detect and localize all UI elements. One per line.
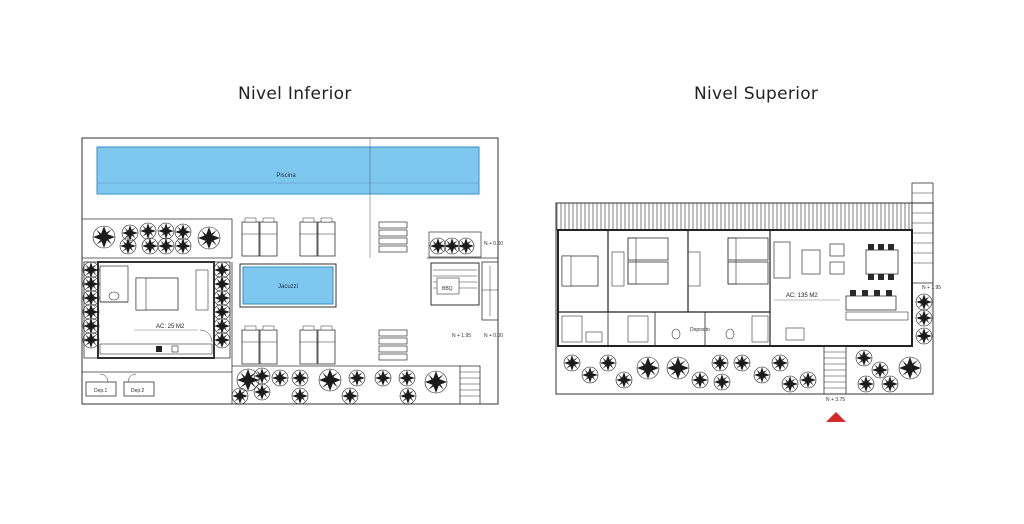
upper-level-plan: N + 1.95 AC: 135 M2 [555, 182, 941, 422]
upper-building [557, 229, 913, 347]
jacuzzi-label: Jacuzzi [278, 284, 298, 290]
lower-level-plan: Piscina N + 0.00 [81, 137, 503, 405]
lower-level-marker-3: N + 0.00 [484, 333, 503, 339]
lower-level-marker-2: N + 1.95 [452, 333, 471, 339]
pool [96, 146, 480, 195]
storage-2-label: Dep.2 [131, 388, 145, 394]
pool-label: Piscina [276, 173, 296, 179]
lower-level-title: Nivel Inferior [238, 84, 352, 104]
bbq [430, 262, 480, 306]
roof-overhang [555, 202, 913, 231]
garden-trees-top [92, 222, 221, 255]
lower-area-label: AC: 25 M2 [156, 324, 185, 330]
loungers-bottom [241, 325, 336, 365]
upper-storage-label: Deposito [690, 327, 710, 333]
upper-garden-trees [563, 349, 922, 393]
upper-area-label: AC: 135 M2 [786, 293, 818, 299]
upper-level-marker-2: N + 3.75 [826, 397, 845, 403]
loungers-top [241, 217, 336, 257]
garden-trees-bottom [231, 367, 448, 405]
upper-level-title: Nivel Superior [694, 84, 819, 104]
bbq-label: BBQ [442, 286, 453, 292]
entrance-marker [826, 412, 846, 422]
upper-level-marker-1: N + 1.95 [922, 285, 941, 291]
storage-1-label: Dep.1 [94, 388, 108, 394]
lower-level-marker-1: N + 0.00 [484, 241, 503, 247]
jacuzzi [242, 266, 334, 305]
